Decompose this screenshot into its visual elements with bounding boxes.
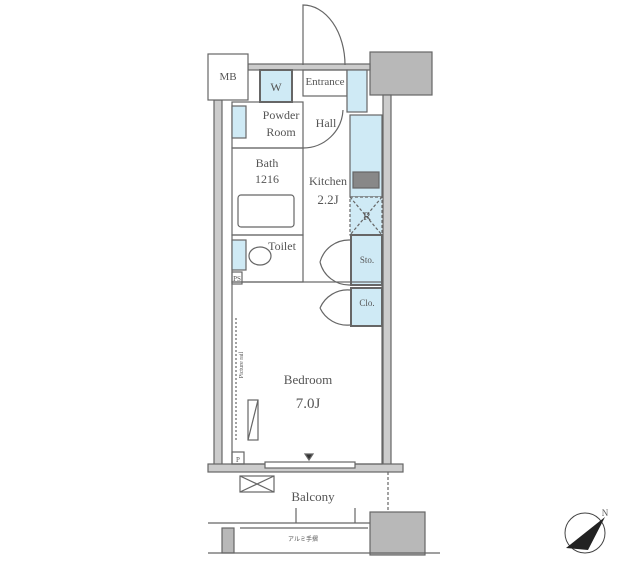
p-box bbox=[231, 451, 245, 465]
shoe-cabinet bbox=[346, 69, 368, 113]
column-top-right bbox=[369, 51, 433, 96]
label-p: P bbox=[236, 456, 240, 464]
hall-door bbox=[302, 109, 344, 149]
label-kitchen-size: 2.2J bbox=[317, 192, 338, 207]
label-w: W bbox=[270, 80, 282, 94]
wall-left bbox=[213, 99, 223, 469]
storage-doors bbox=[319, 239, 351, 326]
label-balcony: Balcony bbox=[291, 489, 335, 504]
label-picture-rail: Picture rail bbox=[239, 351, 245, 378]
column-bottom-right bbox=[369, 511, 426, 556]
label-r: R bbox=[363, 209, 371, 223]
label-powder: Powder bbox=[263, 108, 300, 122]
label-mb: MB bbox=[219, 71, 236, 83]
window-marker bbox=[303, 453, 315, 462]
washer-box bbox=[259, 69, 293, 103]
north-arrow-icon: N bbox=[564, 508, 609, 554]
label-railing: アルミ手摺 bbox=[288, 535, 318, 543]
label-room: Room bbox=[266, 125, 296, 139]
label-sto: Sto. bbox=[360, 255, 374, 265]
mb-box bbox=[207, 53, 249, 101]
bathtub bbox=[237, 194, 295, 228]
label-bedroom-size: 7.0J bbox=[296, 396, 321, 412]
compass-label: N bbox=[602, 508, 609, 518]
label-bedroom: Bedroom bbox=[284, 372, 332, 387]
label-hall: Hall bbox=[316, 116, 337, 130]
column-bottom-left bbox=[221, 527, 235, 554]
window-sash bbox=[264, 461, 356, 469]
label-entrance: Entrance bbox=[305, 76, 344, 88]
label-ps: PS bbox=[233, 275, 241, 283]
toilet-sink bbox=[231, 239, 247, 271]
storage-box bbox=[350, 234, 383, 286]
aircon bbox=[247, 399, 259, 441]
label-toilet: Toilet bbox=[268, 239, 296, 253]
entrance-door bbox=[302, 4, 346, 66]
stove bbox=[352, 171, 380, 189]
washbasin bbox=[231, 105, 247, 139]
label-bath: Bath bbox=[256, 156, 279, 170]
label-bath-size: 1216 bbox=[255, 172, 279, 186]
label-kitchen: Kitchen bbox=[309, 174, 347, 188]
ps-box bbox=[231, 271, 243, 285]
label-clo: Clo. bbox=[359, 298, 374, 308]
outdoor-unit bbox=[239, 475, 275, 493]
closet-box bbox=[350, 287, 383, 327]
wall-right bbox=[382, 94, 392, 469]
toilet-bowl bbox=[248, 246, 272, 266]
